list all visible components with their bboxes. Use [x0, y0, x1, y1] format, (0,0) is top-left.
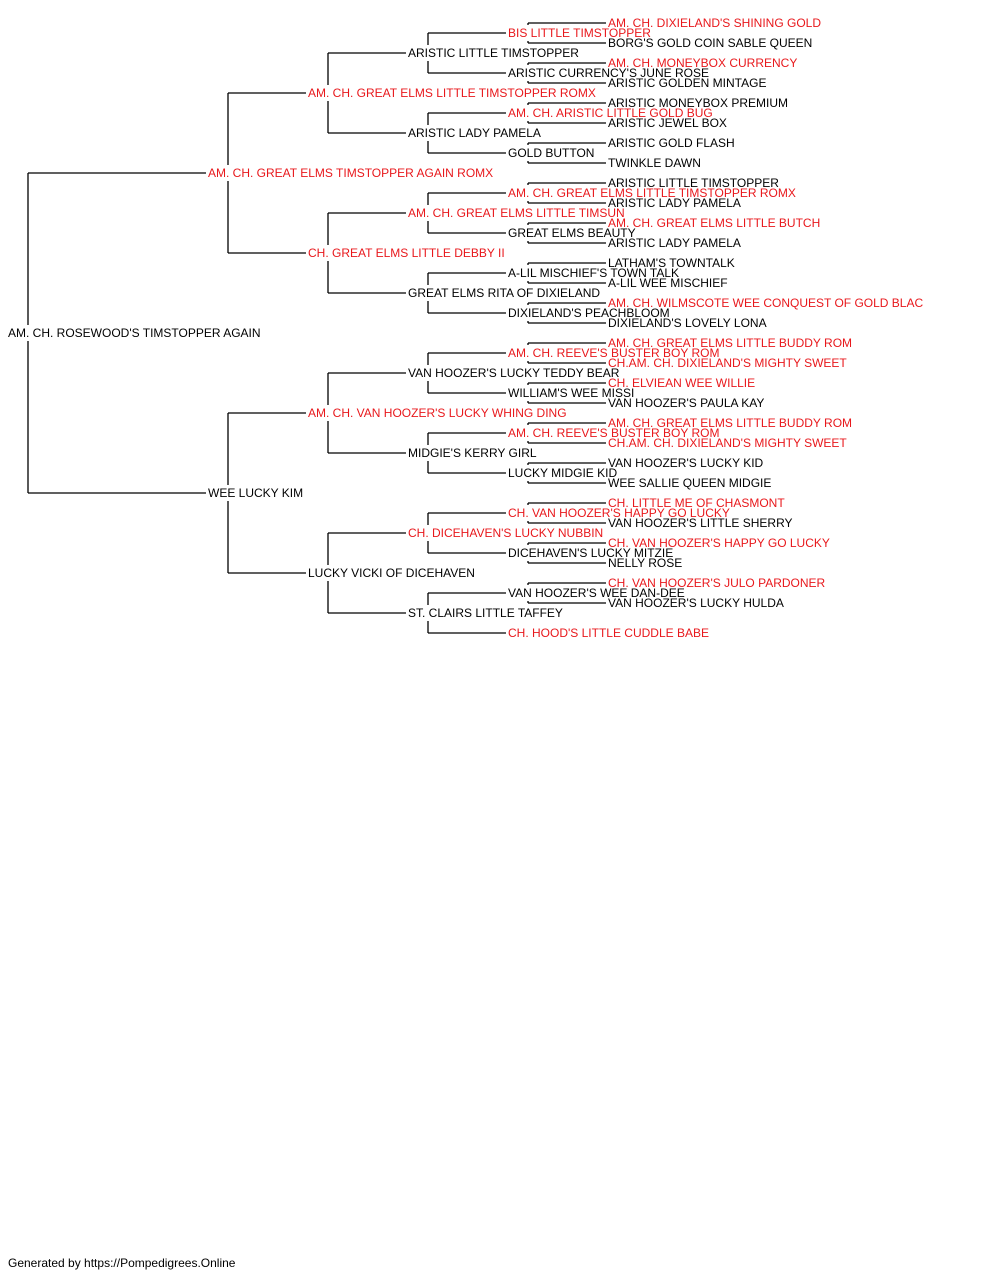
- dog-name-gen5: AM. CH. WILMSCOTE WEE CONQUEST OF GOLD B…: [608, 296, 923, 310]
- dog-name-gen5: CH.AM. CH. DIXIELAND'S MIGHTY SWEET: [608, 436, 847, 450]
- dog-name-gen1: AM. CH. GREAT ELMS TIMSTOPPER AGAIN ROMX: [208, 166, 493, 180]
- dog-name-gen5: ARISTIC LITTLE TIMSTOPPER: [608, 176, 779, 190]
- dog-name-gen5: AM. CH. GREAT ELMS LITTLE BUDDY ROM: [608, 416, 852, 430]
- dog-name-gen4: GOLD BUTTON: [508, 146, 594, 160]
- dog-name-gen5: AM. CH. DIXIELAND'S SHINING GOLD: [608, 16, 821, 30]
- dog-name-gen2: LUCKY VICKI OF DICEHAVEN: [308, 566, 475, 580]
- dog-name-gen4: BIS LITTLE TIMSTOPPER: [508, 26, 651, 40]
- dog-name-gen5: TWINKLE DAWN: [608, 156, 701, 170]
- dog-name-gen5: WEE SALLIE QUEEN MIDGIE: [608, 476, 771, 490]
- dog-name-gen3: GREAT ELMS RITA OF DIXIELAND: [408, 286, 600, 300]
- dog-name-gen5: ARISTIC GOLDEN MINTAGE: [608, 76, 766, 90]
- dog-name-gen5: CH. VAN HOOZER'S JULO PARDONER: [608, 576, 826, 590]
- dog-name-gen5: ARISTIC LADY PAMELA: [608, 236, 741, 250]
- dog-name-gen5: DIXIELAND'S LOVELY LONA: [608, 316, 767, 330]
- generated-by-footer: Generated by https://Pompedigrees.Online: [8, 1256, 236, 1270]
- dog-name-gen4: LUCKY MIDGIE KID: [508, 466, 617, 480]
- dog-name-gen4: VAN HOOZER'S WEE DAN-DEE: [508, 586, 685, 600]
- dog-name-gen3: CH. DICEHAVEN'S LUCKY NUBBIN: [408, 526, 603, 540]
- dog-name-gen4: CH. VAN HOOZER'S HAPPY GO LUCKY: [508, 506, 730, 520]
- dog-name-gen4: A-LIL MISCHIEF'S TOWN TALK: [508, 266, 679, 280]
- dog-name-gen3: ARISTIC LITTLE TIMSTOPPER: [408, 46, 579, 60]
- dog-name-gen4: CH. HOOD'S LITTLE CUDDLE BABE: [508, 626, 709, 640]
- dog-name-gen5: LATHAM'S TOWNTALK: [608, 256, 735, 270]
- dog-name-gen0: AM. CH. ROSEWOOD'S TIMSTOPPER AGAIN: [8, 326, 261, 340]
- dog-name-gen5: AM. CH. MONEYBOX CURRENCY: [608, 56, 797, 70]
- dog-name-gen5: CH. LITTLE ME OF CHASMONT: [608, 496, 785, 510]
- dog-name-gen5: CH. ELVIEAN WEE WILLIE: [608, 376, 755, 390]
- dog-name-gen5: VAN HOOZER'S PAULA KAY: [608, 396, 764, 410]
- dog-name-gen1: WEE LUCKY KIM: [208, 486, 303, 500]
- dog-name-gen4: DICEHAVEN'S LUCKY MITZIE: [508, 546, 673, 560]
- dog-name-gen4: ARISTIC CURRENCY'S JUNE ROSE: [508, 66, 709, 80]
- dog-name-gen2: CH. GREAT ELMS LITTLE DEBBY II: [308, 246, 505, 260]
- dog-name-gen5: CH.AM. CH. DIXIELAND'S MIGHTY SWEET: [608, 356, 847, 370]
- dog-name-gen5: ARISTIC MONEYBOX PREMIUM: [608, 96, 788, 110]
- dog-name-gen3: MIDGIE'S KERRY GIRL: [408, 446, 537, 460]
- dog-name-gen5: ARISTIC LADY PAMELA: [608, 196, 741, 210]
- dog-name-gen4: WILLIAM'S WEE MISSI: [508, 386, 634, 400]
- dog-name-gen5: AM. CH. GREAT ELMS LITTLE BUTCH: [608, 216, 820, 230]
- dog-name-gen4: GREAT ELMS BEAUTY: [508, 226, 636, 240]
- dog-name-gen5: CH. VAN HOOZER'S HAPPY GO LUCKY: [608, 536, 830, 550]
- dog-name-gen5: VAN HOOZER'S LUCKY KID: [608, 456, 764, 470]
- dog-name-gen5: VAN HOOZER'S LUCKY HULDA: [608, 596, 784, 610]
- dog-name-gen4: AM. CH. GREAT ELMS LITTLE TIMSTOPPER ROM…: [508, 186, 796, 200]
- dog-name-gen4: AM. CH. ARISTIC LITTLE GOLD BUG: [508, 106, 713, 120]
- dog-name-gen4: DIXIELAND'S PEACHBLOOM: [508, 306, 670, 320]
- dog-name-gen2: AM. CH. VAN HOOZER'S LUCKY WHING DING: [308, 406, 567, 420]
- dog-name-gen5: ARISTIC GOLD FLASH: [608, 136, 735, 150]
- dog-name-gen5: A-LIL WEE MISCHIEF: [608, 276, 728, 290]
- dog-name-gen2: AM. CH. GREAT ELMS LITTLE TIMSTOPPER ROM…: [308, 86, 596, 100]
- dog-name-gen3: ST. CLAIRS LITTLE TAFFEY: [408, 606, 563, 620]
- dog-name-gen3: VAN HOOZER'S LUCKY TEDDY BEAR: [408, 366, 620, 380]
- dog-name-gen5: NELLY ROSE: [608, 556, 682, 570]
- dog-name-gen4: AM. CH. REEVE'S BUSTER BOY ROM: [508, 426, 719, 440]
- dog-name-gen3: ARISTIC LADY PAMELA: [408, 126, 541, 140]
- dog-name-gen3: AM. CH. GREAT ELMS LITTLE TIMSUN: [408, 206, 625, 220]
- dog-name-gen5: ARISTIC JEWEL BOX: [608, 116, 727, 130]
- dog-name-gen5: BORG'S GOLD COIN SABLE QUEEN: [608, 36, 812, 50]
- dog-name-gen5: VAN HOOZER'S LITTLE SHERRY: [608, 516, 793, 530]
- dog-name-gen4: AM. CH. REEVE'S BUSTER BOY ROM: [508, 346, 719, 360]
- dog-name-gen5: AM. CH. GREAT ELMS LITTLE BUDDY ROM: [608, 336, 852, 350]
